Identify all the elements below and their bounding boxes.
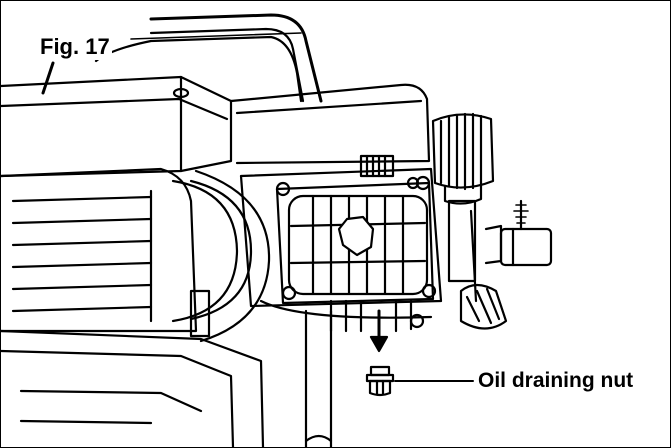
pump-head: [239, 167, 443, 333]
fig-label-rule: [130, 32, 302, 40]
top-cover: [1, 75, 431, 178]
pressure-knob: [431, 112, 495, 283]
base: [1, 309, 333, 447]
motor-body: [1, 167, 271, 343]
top-nut: [359, 154, 420, 190]
oil-draining-nut: [365, 365, 395, 397]
outlet-fitting: [459, 199, 553, 330]
callout-label: Oil draining nut: [478, 369, 634, 392]
drain-arrow: [369, 309, 389, 353]
figure-label: Fig. 17: [38, 34, 112, 60]
